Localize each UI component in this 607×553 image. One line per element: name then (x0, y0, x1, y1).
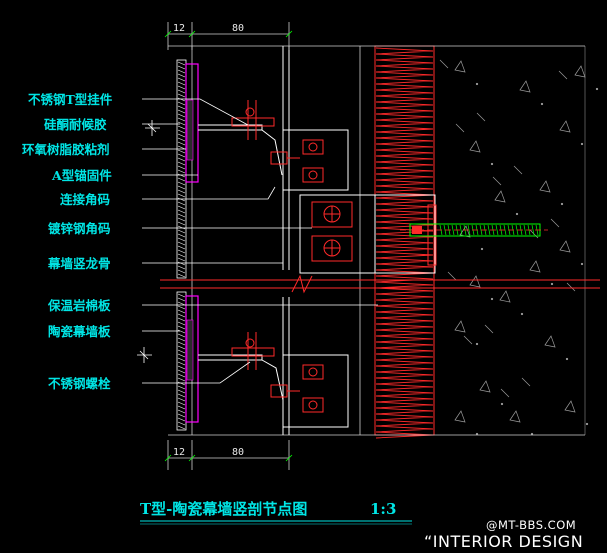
label-epoxy-adhesive: 环氧树脂胶粘剂 (22, 142, 110, 157)
dim-top-left: 12 (173, 23, 185, 34)
label-t-hanger: 不锈钢T型挂件 (28, 92, 113, 107)
dim-top-right: 80 (232, 23, 244, 34)
leader-lines (142, 98, 378, 384)
t-bracket-upper (198, 100, 283, 176)
label-silicone-sealant: 硅酮耐候胶 (44, 117, 107, 132)
label-vertical-mullion: 幕墙竖龙骨 (47, 256, 111, 271)
connection-angle-upper (270, 129, 349, 191)
dimension-top (164, 22, 293, 50)
label-rock-wool: 保温岩棉板 (47, 298, 111, 313)
dimension-bottom (164, 440, 293, 470)
galvanized-angle (299, 194, 437, 274)
label-a-anchor: A型锚固件 (51, 168, 112, 183)
drawing-title: T型-陶瓷幕墙竖剖节点图 1:3 (140, 500, 412, 525)
vertical-mullion (282, 46, 290, 435)
callout-labels: 不锈钢T型挂件 硅酮耐候胶 环氧树脂胶粘剂 A型锚固件 连接角码 镀锌钢角码 幕… (22, 92, 113, 391)
break-line (160, 274, 600, 294)
t-bracket-lower (198, 332, 349, 428)
watermark-brand: “INTERIOR DESIGN (424, 532, 583, 551)
sealant-marker-lower (137, 347, 152, 363)
title-scale: 1:3 (370, 500, 396, 518)
dim-bottom-right: 80 (232, 447, 244, 458)
ceramic-panel-lower (176, 291, 199, 431)
concrete-wall (433, 46, 599, 436)
dim-bottom-left: 12 (173, 447, 185, 458)
watermark: @MT-BBS.COM “INTERIOR DESIGN (424, 518, 583, 551)
label-ceramic-panel: 陶瓷幕墙板 (48, 324, 111, 339)
ceramic-panel-upper (176, 59, 199, 279)
anchor-bolt (400, 223, 548, 237)
frame-lines (168, 45, 585, 436)
title-text: T型-陶瓷幕墙竖剖节点图 (140, 500, 307, 518)
sealant-marker-upper (145, 120, 160, 136)
watermark-site: @MT-BBS.COM (486, 518, 576, 532)
label-connection-angle: 连接角码 (60, 192, 110, 207)
label-stainless-bolt: 不锈钢螺栓 (48, 376, 111, 391)
insulation-layer (374, 45, 435, 439)
label-galvanized-angle: 镀锌钢角码 (48, 221, 111, 236)
